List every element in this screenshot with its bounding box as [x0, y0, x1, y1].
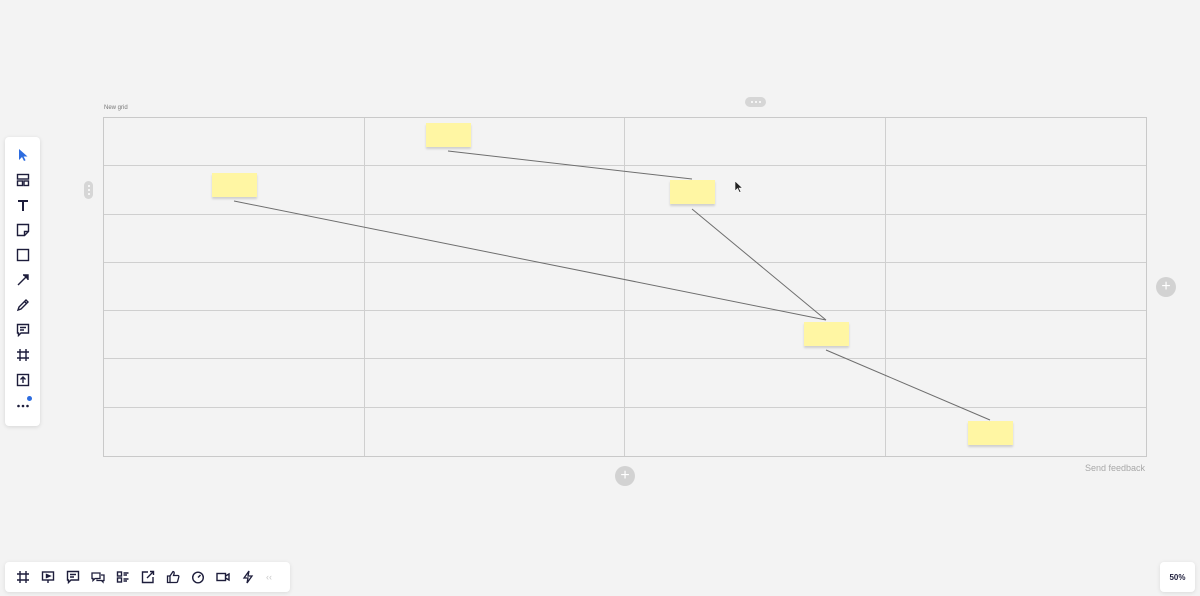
- arrow-icon: [17, 273, 29, 285]
- frame-icon: [16, 571, 29, 583]
- presentation-icon: [41, 571, 54, 583]
- collapse-toolbar-button[interactable]: ‹‹: [266, 572, 272, 582]
- left-toolbar: [5, 137, 40, 426]
- grid-cell[interactable]: [364, 311, 625, 360]
- sticky-note[interactable]: [670, 180, 715, 204]
- bottom-toolbar: ‹‹: [5, 562, 290, 592]
- presentation-button[interactable]: [39, 569, 56, 586]
- grid-cell[interactable]: [625, 311, 886, 360]
- timer-button[interactable]: [189, 569, 206, 586]
- cards-icon: [116, 571, 128, 583]
- sticky-note-tool[interactable]: [13, 220, 33, 239]
- row-drag-handle[interactable]: [84, 181, 93, 199]
- frame-icon: [16, 348, 29, 361]
- grid-cell[interactable]: [625, 118, 886, 167]
- square-icon: [16, 248, 29, 261]
- grid-cell[interactable]: [885, 263, 1146, 312]
- grid-cell[interactable]: [104, 262, 365, 312]
- sticky-note[interactable]: [804, 322, 849, 346]
- grid-cell[interactable]: [364, 214, 625, 263]
- grid-cell[interactable]: [625, 359, 886, 408]
- connection-line-tool[interactable]: [13, 270, 33, 289]
- shape-tool[interactable]: [13, 245, 33, 264]
- grid-cell[interactable]: [885, 166, 1146, 215]
- grid-cell[interactable]: [625, 407, 886, 456]
- lightning-icon: [242, 570, 253, 584]
- sticky-note[interactable]: [426, 123, 471, 147]
- timer-icon: [191, 571, 204, 584]
- mouse-cursor-icon: [735, 181, 744, 193]
- video-chat-button[interactable]: [214, 569, 231, 586]
- video-icon: [215, 572, 230, 582]
- chat-button[interactable]: [89, 569, 106, 586]
- comment-tool[interactable]: [13, 320, 33, 339]
- comment-icon: [16, 323, 29, 337]
- more-tools[interactable]: [13, 395, 33, 414]
- grid-cell[interactable]: [625, 214, 886, 263]
- zoom-level-button[interactable]: 50%: [1160, 562, 1195, 592]
- thumbs-up-icon: [166, 570, 180, 584]
- apps-button[interactable]: [239, 569, 256, 586]
- text-icon: [17, 199, 28, 211]
- comment-icon: [66, 570, 79, 584]
- grid-title[interactable]: New grid: [104, 105, 128, 111]
- notification-dot: [26, 396, 32, 401]
- cards-button[interactable]: [114, 569, 131, 586]
- grid-cell[interactable]: [104, 311, 365, 360]
- text-tool[interactable]: [13, 195, 33, 214]
- grid-cell[interactable]: [364, 359, 625, 408]
- templates-icon: [16, 173, 29, 186]
- grid-cell[interactable]: [365, 407, 625, 456]
- grid-options-handle[interactable]: [745, 97, 766, 107]
- frames-button[interactable]: [14, 569, 31, 586]
- grid-cell[interactable]: [104, 118, 365, 167]
- more-icon: [16, 404, 29, 407]
- chat-icon: [90, 572, 105, 584]
- frame-tool[interactable]: [13, 345, 33, 364]
- voting-button[interactable]: [164, 569, 181, 586]
- grid-cell[interactable]: [625, 166, 886, 215]
- grid-cell[interactable]: [885, 311, 1146, 360]
- grid-cell[interactable]: [104, 359, 365, 408]
- add-row-button[interactable]: +: [615, 466, 635, 486]
- grid-table[interactable]: [103, 117, 1147, 457]
- share-screen-button[interactable]: [139, 569, 156, 586]
- select-tool[interactable]: [13, 145, 33, 164]
- grid-cell[interactable]: [104, 214, 365, 263]
- sticky-note-icon: [16, 223, 29, 236]
- send-feedback-link[interactable]: Send feedback: [1084, 463, 1145, 473]
- upload-tool[interactable]: [13, 370, 33, 389]
- pen-tool[interactable]: [13, 295, 33, 314]
- templates-tool[interactable]: [13, 170, 33, 189]
- grid-cell[interactable]: [625, 262, 886, 312]
- share-icon: [141, 570, 154, 584]
- grid-cell[interactable]: [364, 118, 625, 167]
- add-column-button[interactable]: +: [1156, 277, 1176, 297]
- grid-cell[interactable]: [885, 118, 1146, 167]
- comments-button[interactable]: [64, 569, 81, 586]
- grid-cell[interactable]: [104, 407, 365, 456]
- pointer-icon: [18, 148, 27, 161]
- pen-icon: [16, 298, 29, 311]
- grid-cell[interactable]: [885, 359, 1146, 408]
- sticky-note[interactable]: [968, 421, 1013, 445]
- upload-icon: [16, 373, 29, 386]
- grid-cell[interactable]: [886, 408, 1147, 456]
- grid-cell[interactable]: [885, 215, 1146, 263]
- sticky-note[interactable]: [212, 173, 257, 197]
- grid-cell[interactable]: [364, 166, 625, 215]
- grid-cell[interactable]: [364, 262, 625, 312]
